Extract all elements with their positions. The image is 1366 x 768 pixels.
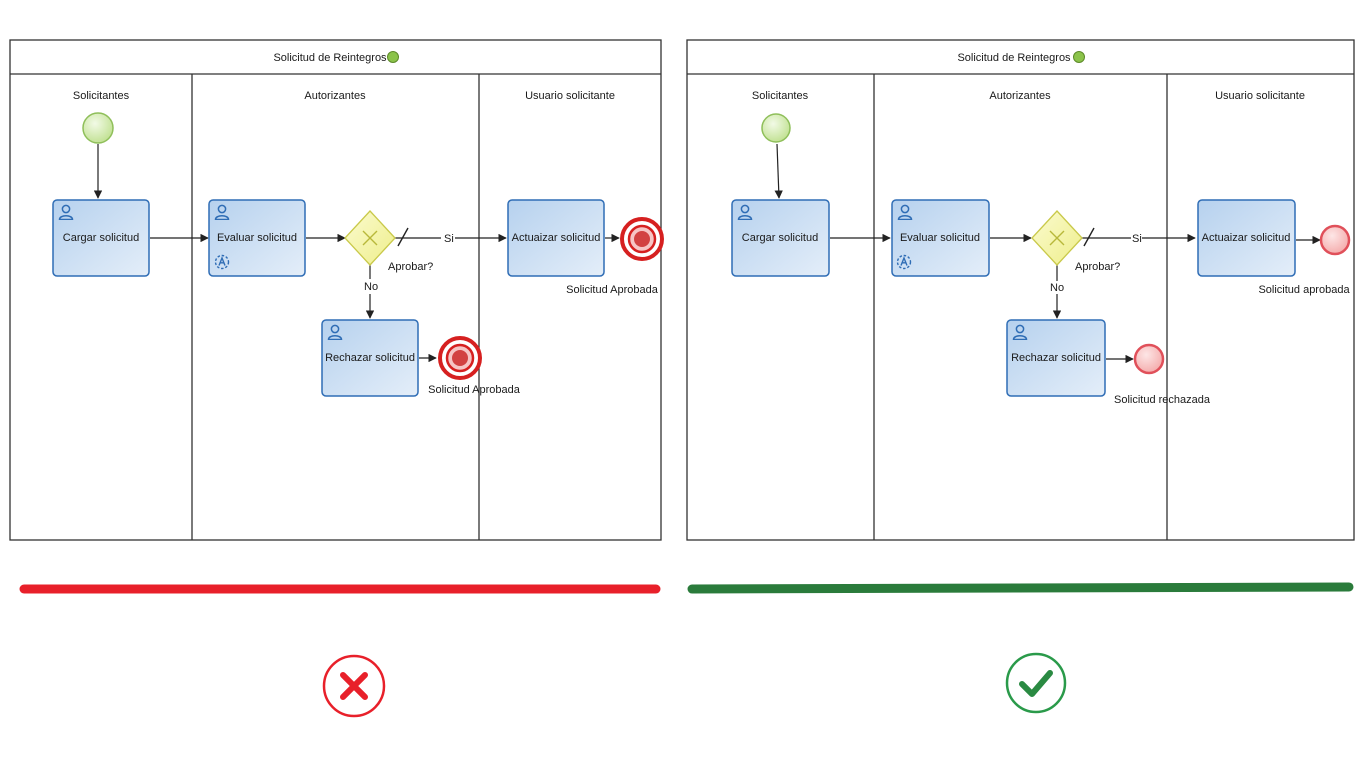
lane-usuario-left: Usuario solicitante xyxy=(525,90,615,102)
svg-text:Rechazar solicitud: Rechazar solicitud xyxy=(325,352,415,364)
flow-si-left: Si xyxy=(444,233,454,245)
cross-icon xyxy=(322,654,386,718)
end-event-bottom-right xyxy=(1133,343,1165,375)
end-label-bottom-left: Solicitud Aprobada xyxy=(428,384,521,396)
pool-title-left: Solicitud de Reintegros xyxy=(273,52,387,64)
flow-no-left: No xyxy=(364,281,378,293)
svg-text:Rechazar solicitud: Rechazar solicitud xyxy=(1011,352,1101,364)
svg-text:Actuaizar solicitud: Actuaizar solicitud xyxy=(512,232,601,244)
end-event-top-left xyxy=(620,217,664,261)
lane-autorizantes-left: Autorizantes xyxy=(304,90,366,102)
task-rechazar-right: Rechazar solicitud xyxy=(1006,319,1106,397)
gateway-aprobar-right xyxy=(1031,210,1083,266)
task-evaluar-left: Evaluar solicitud xyxy=(208,199,306,277)
svg-text:Evaluar solicitud: Evaluar solicitud xyxy=(900,232,980,244)
pool-right xyxy=(686,39,1355,541)
svg-text:Cargar solicitud: Cargar solicitud xyxy=(63,232,139,244)
task-actualizar-right: Actuaizar solicitud xyxy=(1197,199,1296,277)
pool-status-icon-left xyxy=(387,51,399,63)
task-rechazar-left: Rechazar solicitud xyxy=(321,319,419,397)
exclusive-x-icon xyxy=(1049,230,1065,246)
gateway-label-right: Aprobar? xyxy=(1075,261,1120,273)
start-event-right xyxy=(761,113,791,143)
left-diagram: Solicitud de Reintegros Solicitantes Aut… xyxy=(9,39,664,541)
end-event-bottom-left xyxy=(438,336,482,380)
right-diagram: Solicitud de Reintegros Solicitantes Aut… xyxy=(686,39,1355,541)
task-evaluar-right: Evaluar solicitud xyxy=(891,199,990,277)
pool-left xyxy=(9,39,662,541)
lane-autorizantes-right: Autorizantes xyxy=(989,90,1051,102)
pool-status-icon-right xyxy=(1073,51,1085,63)
svg-text:Evaluar solicitud: Evaluar solicitud xyxy=(217,232,297,244)
task-cargar-left: Cargar solicitud xyxy=(52,199,150,277)
end-label-bottom-right: Solicitud rechazada xyxy=(1114,394,1211,406)
gateway-aprobar-left xyxy=(344,210,396,266)
pool-title-right: Solicitud de Reintegros xyxy=(957,52,1071,64)
svg-text:Cargar solicitud: Cargar solicitud xyxy=(742,232,818,244)
start-event-left xyxy=(82,112,114,144)
end-label-top-right: Solicitud aprobada xyxy=(1258,284,1350,296)
gateway-label-left: Aprobar? xyxy=(388,261,433,273)
flow-si-right: Si xyxy=(1132,233,1142,245)
task-cargar-right: Cargar solicitud xyxy=(731,199,830,277)
svg-text:Actuaizar solicitud: Actuaizar solicitud xyxy=(1202,232,1291,244)
lane-solicitantes-right: Solicitantes xyxy=(752,90,809,102)
end-event-top-right xyxy=(1319,224,1351,256)
check-icon xyxy=(1005,652,1067,714)
end-label-top-left: Solicitud Aprobada xyxy=(566,284,659,296)
lane-usuario-right: Usuario solicitante xyxy=(1215,90,1305,102)
exclusive-x-icon xyxy=(362,230,378,246)
lane-solicitantes-left: Solicitantes xyxy=(73,90,130,102)
right-bar xyxy=(687,582,1354,594)
task-actualizar-left: Actuaizar solicitud xyxy=(507,199,605,277)
flow-no-right: No xyxy=(1050,282,1064,294)
